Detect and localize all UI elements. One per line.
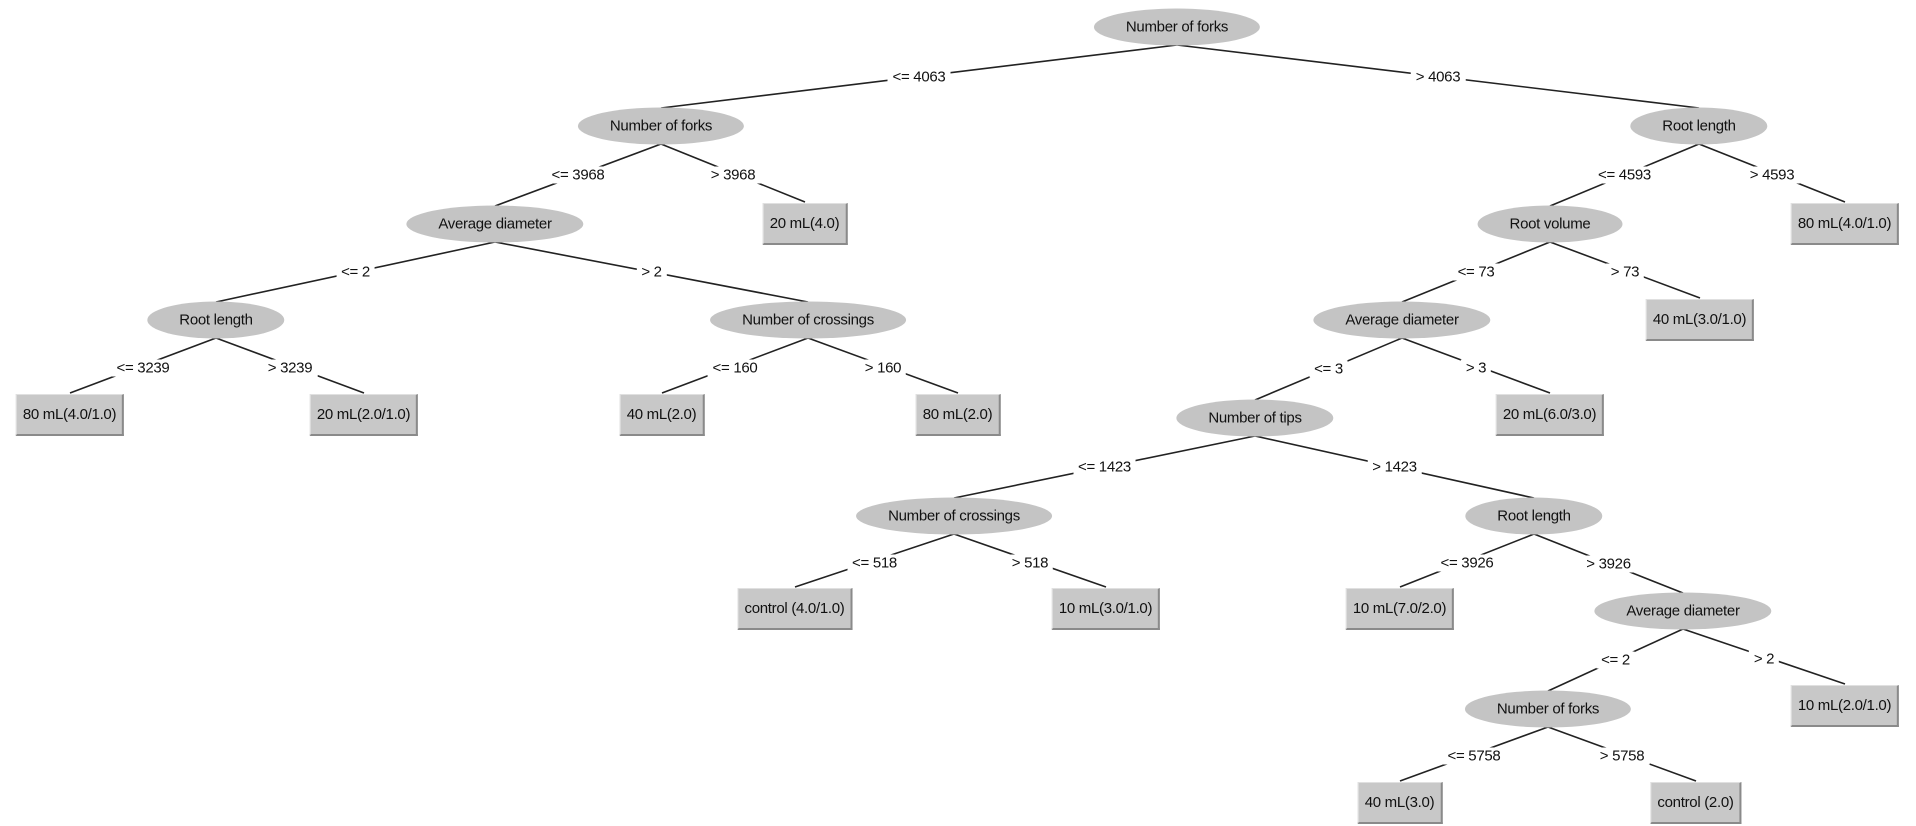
edge-condition-label: > 160 (859, 359, 907, 376)
split-node[interactable]: Root length (1630, 107, 1768, 145)
leaf-node[interactable]: 40 mL(2.0) (619, 394, 705, 436)
split-node[interactable]: Root volume (1477, 205, 1623, 243)
split-node[interactable]: Number of forks (1464, 690, 1632, 728)
split-node[interactable]: Number of tips (1176, 399, 1334, 437)
edge-condition-label: <= 2 (336, 263, 375, 281)
leaf-node[interactable]: 10 mL(3.0/1.0) (1051, 588, 1161, 630)
split-node[interactable]: Number of crossings (856, 497, 1052, 535)
edge-condition-label: > 5758 (1594, 747, 1650, 765)
leaf-node[interactable]: 10 mL(7.0/2.0) (1345, 588, 1455, 630)
split-node[interactable]: Average diameter (406, 205, 584, 243)
leaf-node[interactable]: control (2.0) (1650, 782, 1742, 824)
edge-condition-label: <= 1423 (1073, 458, 1136, 476)
edge-condition-label: > 4593 (1744, 166, 1800, 184)
edge-condition-label: > 1423 (1367, 458, 1422, 476)
edge-condition-label: > 4063 (1410, 68, 1466, 85)
split-node[interactable]: Number of crossings (710, 301, 906, 339)
split-node[interactable]: Average diameter (1313, 301, 1491, 339)
split-node[interactable]: Number of forks (1093, 8, 1261, 46)
leaf-node[interactable]: control (4.0/1.0) (737, 588, 853, 630)
edge-condition-label: <= 3926 (1435, 554, 1499, 571)
edge-condition-label: <= 4063 (887, 68, 951, 85)
edge-condition-label: <= 3968 (546, 166, 610, 184)
edge-condition-label: <= 2 (1596, 651, 1635, 669)
edge-condition-label: > 73 (1605, 263, 1645, 281)
edge-condition-label: <= 3 (1309, 360, 1348, 378)
edge-condition-label: <= 518 (847, 554, 902, 571)
edge-condition-label: > 2 (1748, 650, 1780, 667)
leaf-node[interactable]: 20 mL(6.0/3.0) (1495, 394, 1605, 436)
edge-condition-label: > 3239 (262, 359, 318, 376)
split-node[interactable]: Number of forks (577, 107, 745, 145)
leaf-node[interactable]: 10 mL(2.0/1.0) (1790, 685, 1900, 727)
edge-condition-label: > 2 (636, 263, 667, 281)
edge-condition-label: > 3 (1460, 359, 1492, 376)
edge-condition-label: <= 3239 (111, 359, 175, 376)
edge-condition-label: > 3926 (1581, 555, 1636, 572)
leaf-node[interactable]: 80 mL(2.0) (915, 394, 1001, 436)
split-node[interactable]: Average diameter (1594, 592, 1772, 630)
edge-condition-label: <= 73 (1452, 263, 1500, 281)
leaf-node[interactable]: 80 mL(4.0/1.0) (1790, 203, 1900, 245)
leaf-node[interactable]: 40 mL(3.0) (1357, 782, 1443, 824)
split-node[interactable]: Root length (147, 301, 285, 339)
leaf-node[interactable]: 20 mL(2.0/1.0) (309, 394, 419, 436)
edge-condition-label: > 518 (1006, 554, 1054, 571)
split-node[interactable]: Root length (1465, 497, 1603, 535)
edge-condition-label: <= 160 (707, 359, 763, 376)
leaf-node[interactable]: 80 mL(4.0/1.0) (15, 394, 125, 436)
leaf-node[interactable]: 40 mL(3.0/1.0) (1645, 299, 1755, 341)
leaf-node[interactable]: 20 mL(4.0) (762, 203, 848, 245)
edge-condition-label: > 3968 (705, 166, 761, 184)
edge-condition-label: <= 5758 (1442, 747, 1506, 765)
edge-condition-label: <= 4593 (1593, 166, 1656, 184)
